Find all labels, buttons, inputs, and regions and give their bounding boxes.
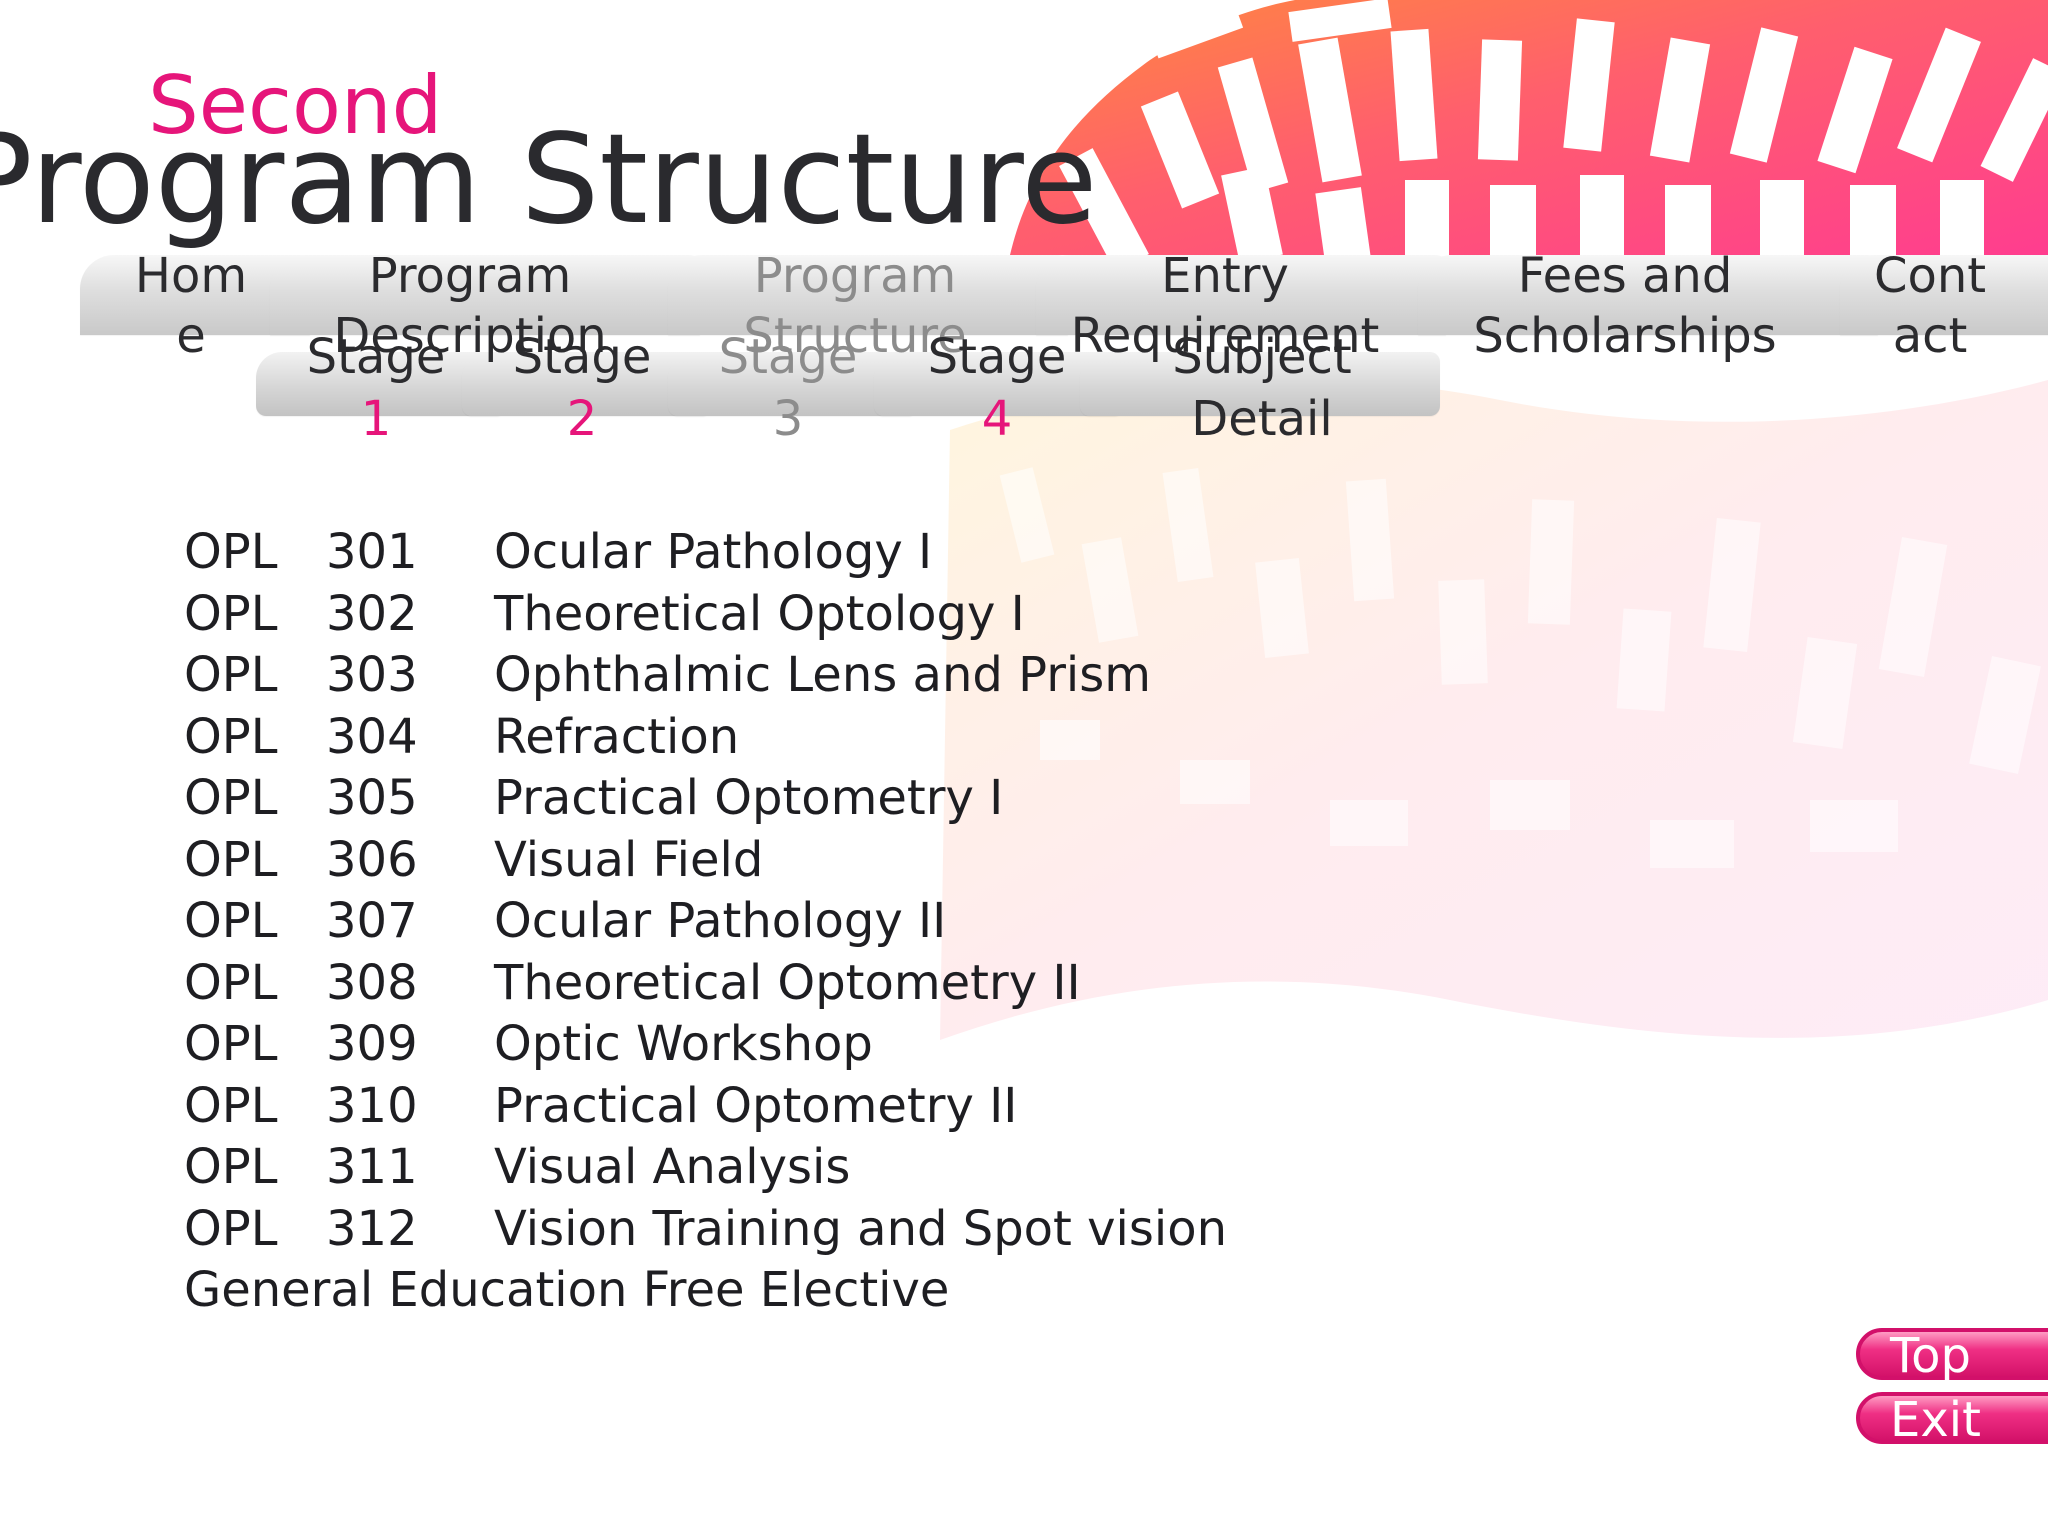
tab-entry-requirement[interactable]: Entry Requirement: [1070, 248, 1380, 364]
course-prefix: OPL: [184, 1200, 278, 1257]
course-prefix: OPL: [184, 1016, 278, 1072]
subtab-stage-4-label: Stage: [927, 329, 1067, 385]
course-row: OPL 306 Visual Field: [184, 830, 949, 892]
course-code: 303: [326, 647, 418, 703]
subtab-subject-detail[interactable]: Subject Detail: [1112, 326, 1412, 450]
course-code: 302: [326, 585, 418, 642]
course-code: 304: [326, 708, 418, 765]
course-code: 309: [326, 1016, 418, 1072]
course-name: Visual Field: [494, 831, 764, 888]
subtab-stage-4-number: 4: [981, 391, 1013, 447]
course-code: 306: [326, 831, 418, 888]
subtab-stage-3-label: Stage: [718, 329, 858, 385]
tab-home[interactable]: Home: [134, 248, 248, 364]
course-prefix: OPL: [184, 893, 278, 949]
course-code: 305: [326, 770, 418, 826]
tab-program-structure[interactable]: Program Structure: [743, 248, 967, 364]
course-name: Ocular Pathology I: [494, 524, 933, 580]
course-row: OPL 301 Ocular Pathology I: [184, 522, 949, 584]
tab-shape-program-description: [270, 255, 700, 335]
course-code: 301: [326, 524, 418, 580]
course-name: Ocular Pathology II: [494, 893, 947, 949]
course-prefix: OPL: [184, 770, 278, 826]
course-name: Vision Training and Spot vision: [494, 1200, 1227, 1257]
course-prefix: OPL: [184, 954, 278, 1011]
course-name: Practical Optometry I: [494, 770, 1004, 826]
subtab-shape-subject-detail: [1080, 352, 1440, 416]
top-button[interactable]: Top: [1856, 1328, 2048, 1384]
course-code: 312: [326, 1200, 418, 1257]
page-subtitle: Second: [148, 59, 443, 152]
page-title: Program Structure: [0, 108, 1098, 252]
elective-text: General Education Free Elective: [184, 1262, 950, 1318]
course-name: Visual Analysis: [494, 1139, 851, 1195]
course-row: OPL 308 Theoretical Optometry II: [184, 953, 1081, 1015]
subtab-stage-2-label: Stage: [512, 329, 652, 385]
course-row: OPL 307 Ocular Pathology II: [184, 891, 949, 953]
course-row: OPL 311 Visual Analysis: [184, 1137, 949, 1199]
exit-button[interactable]: Exit: [1856, 1392, 2048, 1448]
tab-shape-program-structure: [668, 255, 1068, 335]
subtab-stage-3[interactable]: Stage 3: [688, 326, 888, 450]
tab-contact[interactable]: Contact: [1873, 248, 1987, 364]
tab-program-description[interactable]: Program Description: [333, 248, 607, 364]
course-row: OPL 303 Ophthalmic Lens and Prism: [184, 645, 1151, 707]
course-prefix: OPL: [184, 1077, 278, 1134]
subtab-stage-4[interactable]: Stage 4: [897, 326, 1097, 450]
subtab-subject-label: Subject: [1172, 329, 1352, 385]
subtab-stage-2-number: 2: [566, 391, 598, 447]
subtab-stage-3-number: 3: [772, 391, 804, 447]
course-prefix: OPL: [184, 1139, 278, 1195]
course-prefix: OPL: [184, 524, 278, 580]
course-name: Theoretical Optometry II: [494, 954, 1081, 1011]
course-code: 310: [326, 1077, 418, 1134]
subtab-stage-1-label: Stage: [306, 329, 446, 385]
course-name: Ophthalmic Lens and Prism: [494, 647, 1152, 703]
course-prefix: OPL: [184, 647, 278, 703]
course-row: OPL 310 Practical Optometry II: [184, 1076, 1017, 1138]
course-prefix: OPL: [184, 708, 278, 765]
course-prefix: OPL: [184, 585, 278, 642]
exit-button-label: Exit: [1890, 1392, 1981, 1448]
course-code: 311: [326, 1139, 418, 1195]
course-row: OPL 309 Optic Workshop: [184, 1014, 949, 1076]
tab-shape-entry-requirement: [1036, 255, 1446, 335]
top-button-label: Top: [1890, 1328, 1971, 1384]
course-name: Practical Optometry II: [494, 1077, 1018, 1134]
course-row: OPL 312 Vision Training and Spot vision: [184, 1199, 1227, 1261]
course-code: 307: [326, 893, 418, 949]
tab-shape-contact: [1840, 255, 2048, 335]
course-code: 308: [326, 954, 418, 1011]
course-row: OPL 305 Practical Optometry I: [184, 768, 1003, 830]
elective-row: General Education Free Elective: [184, 1260, 949, 1322]
course-row: OPL 304 Refraction: [184, 707, 949, 769]
course-name: Refraction: [494, 708, 740, 765]
tab-shape-fees: [1418, 255, 1878, 335]
course-name: Optic Workshop: [494, 1016, 873, 1072]
course-prefix: OPL: [184, 831, 278, 888]
course-list: OPL 301 Ocular Pathology I OPL 302 Theor…: [184, 522, 1227, 1322]
subtab-stage-1[interactable]: Stage 1: [276, 326, 476, 450]
course-row: OPL 302 Theoretical Optology I: [184, 584, 1025, 646]
course-name: Theoretical Optology I: [494, 585, 1025, 642]
tab-fees-scholarships[interactable]: Fees and Scholarships: [1473, 248, 1777, 364]
subtab-detail-label: Detail: [1191, 391, 1333, 447]
subtab-stage-2[interactable]: Stage 2: [482, 326, 682, 450]
subtab-stage-1-number: 1: [360, 391, 392, 447]
